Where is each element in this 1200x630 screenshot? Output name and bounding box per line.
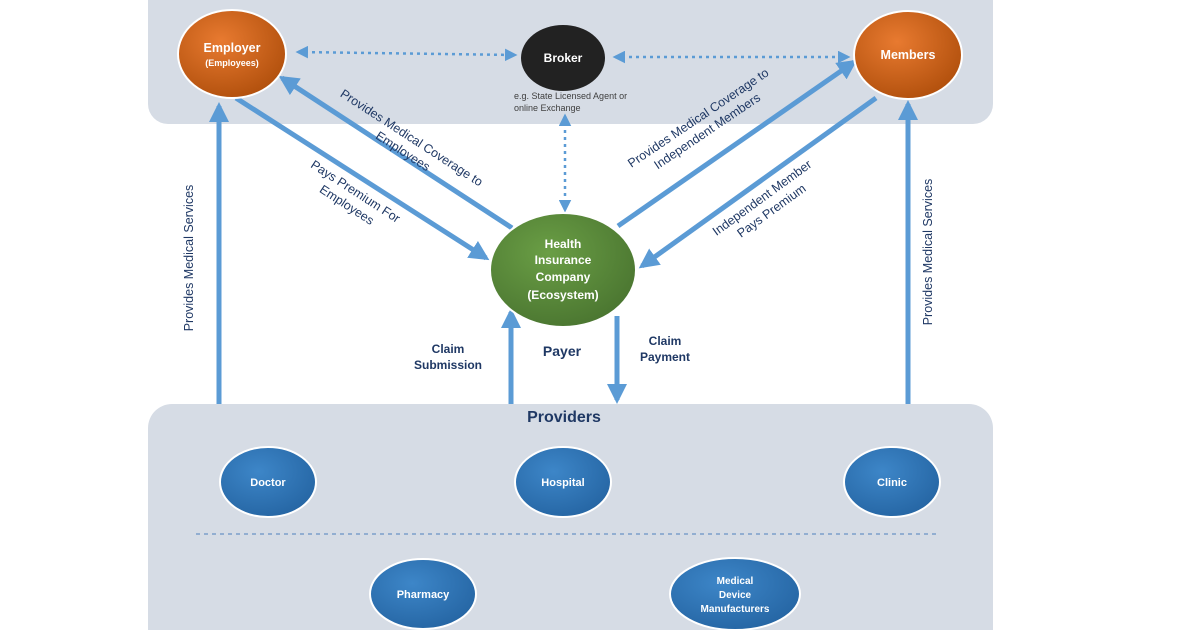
hospital-label: Hospital — [541, 477, 584, 489]
employer-to-hic-arrow — [234, 95, 490, 261]
hic-label-line2: Insurance — [535, 253, 592, 267]
members-label: Members — [881, 48, 936, 62]
claim-payment-label-line1: Claim — [649, 334, 682, 348]
medical-device-label-line1: Medical — [717, 576, 754, 587]
providers-title: Providers — [527, 409, 601, 426]
employer-broker-dotted-arrow — [295, 45, 518, 62]
members-node: Members — [853, 10, 963, 100]
doctor-node: Doctor — [219, 446, 317, 518]
providers-to-members-label: Provides Medical Services — [921, 179, 935, 326]
claim-submission-label-line1: Claim — [432, 342, 465, 356]
clinic-label: Clinic — [877, 477, 907, 489]
svg-text:Provides Medical Services: Provides Medical Services — [921, 179, 935, 326]
doctor-label: Doctor — [250, 477, 286, 489]
broker-note-line2: online Exchange — [514, 103, 581, 113]
members-to-hic-arrow — [638, 95, 878, 269]
medical-device-label-line3: Manufacturers — [701, 604, 770, 615]
employer-sublabel: (Employees) — [205, 58, 259, 68]
svg-text:Provides Medical Coverage to: Provides Medical Coverage to — [338, 87, 486, 190]
svg-text:Provides Medical Services: Provides Medical Services — [182, 185, 196, 332]
hic-to-members-arrow — [616, 59, 858, 229]
clinic-node: Clinic — [843, 446, 941, 518]
pharmacy-node: Pharmacy — [369, 558, 477, 630]
broker-note-line1: e.g. State Licensed Agent or — [514, 91, 627, 101]
medical-device-label-line2: Device — [719, 590, 752, 601]
hic-label-line4: (Ecosystem) — [527, 288, 598, 302]
employer-node: Employer (Employees) — [177, 9, 287, 99]
svg-text:Provides Medical Coverage to: Provides Medical Coverage to — [625, 66, 771, 171]
hospital-node: Hospital — [514, 446, 612, 518]
health-insurance-company-node: Health Insurance Company (Ecosystem) — [489, 212, 637, 328]
payer-label: Payer — [543, 343, 582, 359]
employer-label: Employer — [204, 41, 261, 55]
medical-device-manufacturers-node: Medical Device Manufacturers — [669, 557, 801, 630]
broker-node: Broker — [521, 25, 605, 91]
broker-label: Broker — [544, 51, 583, 65]
claim-submission-label-line2: Submission — [414, 358, 482, 372]
pharmacy-label: Pharmacy — [397, 589, 450, 601]
claim-payment-label-line2: Payment — [640, 350, 690, 364]
providers-to-employer-label: Provides Medical Services — [182, 185, 196, 332]
hic-label-line1: Health — [545, 237, 582, 251]
hic-label-line3: Company — [536, 270, 591, 284]
hic-to-employer-arrow — [278, 75, 514, 231]
